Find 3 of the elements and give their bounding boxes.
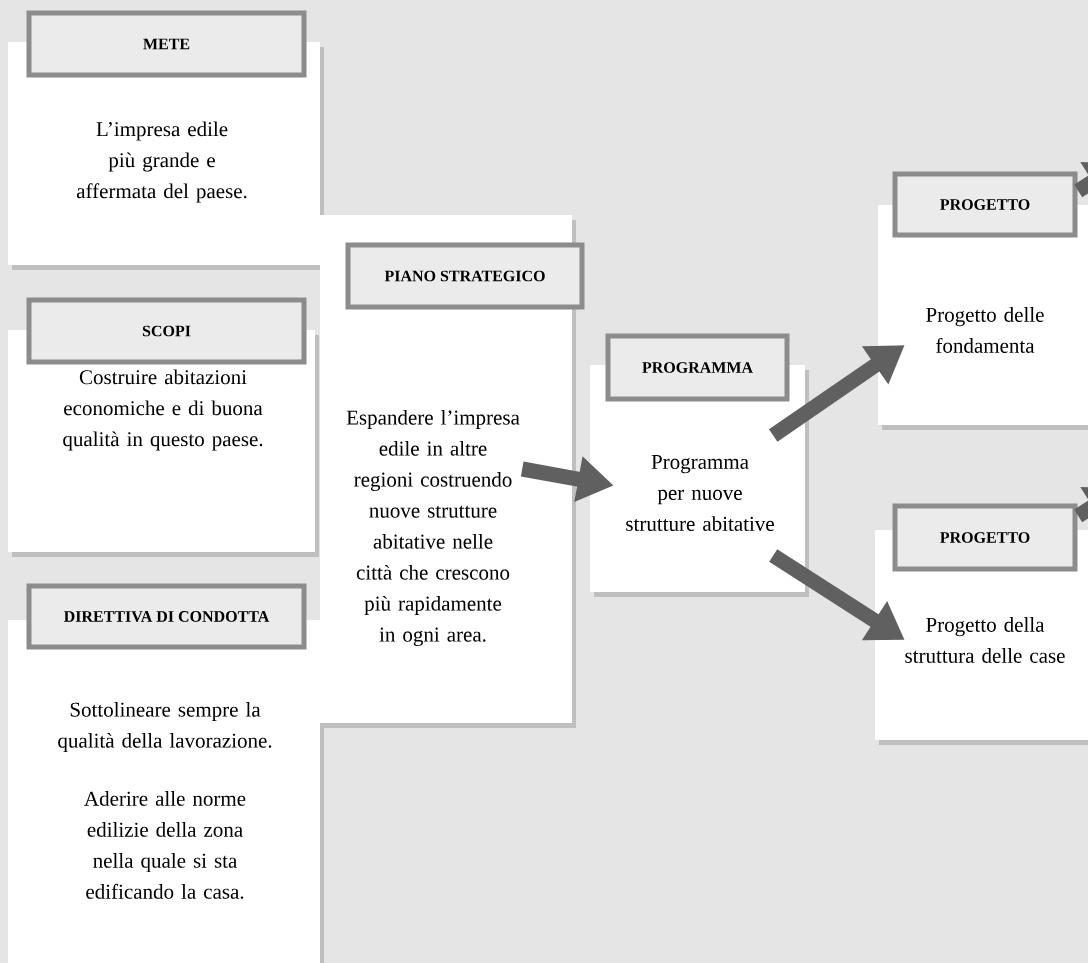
card-text: Aderire alle norme edilizie della zona nella quale si sta edificando la casa.	[84, 791, 246, 899]
header-plate: DIRETTIVA DI CONDOTTA	[26, 583, 307, 650]
card-text: Sottolineare sempre la qualità della lavorazione.	[58, 702, 272, 752]
